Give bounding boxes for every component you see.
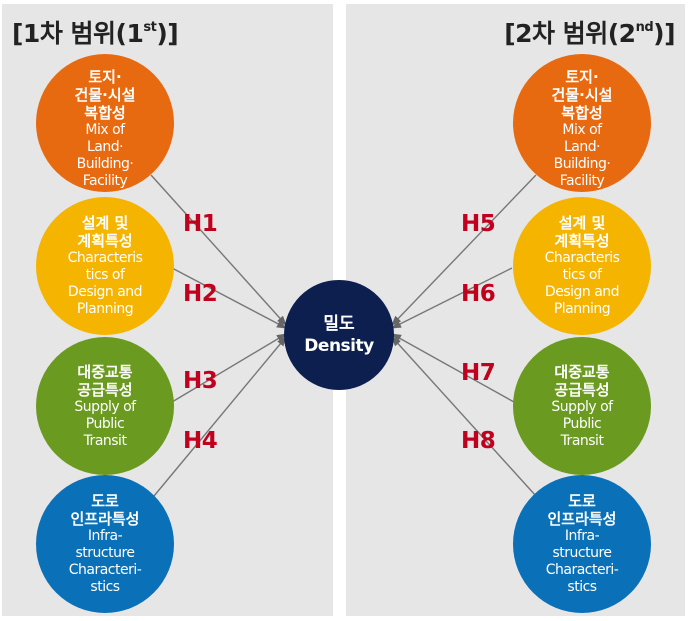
transit-ko-line-2: 공급특성 [554, 380, 610, 399]
road-en-line-2: structure [75, 545, 135, 561]
land-ko-line-3: 복합성 [84, 104, 126, 122]
hypothesis-h4: H4 [183, 428, 218, 454]
road-en-line-1: Infra- [564, 528, 600, 544]
design-en-line-1: Characteris [67, 250, 143, 266]
arrow-h2 [171, 267, 287, 329]
transit-ko-line-2: 공급특성 [77, 380, 133, 399]
factor-design-planning-right: 설계 및 계획특성 Characteris tics of Design and… [513, 197, 651, 335]
hypothesis-h3: H3 [183, 368, 218, 394]
first-scope-title: [1차 범위(1st)] [12, 14, 179, 50]
road-en-line-3: Characteri- [545, 562, 619, 578]
land-en-line-4: Facility [559, 173, 605, 189]
land-ko-line-2: 건물·시설 [551, 86, 613, 104]
design-ko-line-2: 계획특성 [554, 232, 610, 250]
arrow-h3 [171, 333, 287, 403]
arrow-h1 [150, 174, 287, 326]
factor-land-building-facility-right: 토지· 건물·시설 복합성 Mix of Land· Building· Fac… [513, 54, 651, 192]
hypothesis-h5: H5 [461, 211, 496, 237]
road-ko-line-1: 도로 [91, 492, 119, 510]
transit-en-line-1: Supply of [74, 398, 136, 415]
arrow-h4 [153, 336, 287, 497]
design-ko-line-2: 계획특성 [77, 232, 133, 250]
road-en-line-1: Infra- [87, 528, 123, 544]
design-en-line-3: Design and [67, 284, 143, 300]
land-en-line-1: Mix of [85, 122, 125, 138]
transit-en-line-3: Transit [83, 432, 127, 449]
transit-en-line-1: Supply of [551, 398, 613, 415]
road-ko-line-2: 인프라특성 [70, 510, 140, 528]
hypothesis-h6: H6 [461, 281, 496, 307]
land-en-line-3: Building· [76, 156, 134, 172]
factor-road-infrastructure-left: 도로 인프라특성 Infra- structure Characteri- st… [36, 475, 174, 613]
road-ko-line-2: 인프라특성 [547, 510, 617, 528]
road-en-line-2: structure [552, 545, 612, 561]
land-ko-line-3: 복합성 [561, 104, 603, 122]
land-en-line-2: Land· [86, 139, 124, 155]
first-scope-title-sup: st [143, 20, 157, 35]
density-en-label: Density [304, 336, 374, 356]
design-en-line-2: tics of [562, 267, 602, 283]
transit-en-line-2: Public [562, 415, 602, 432]
transit-ko-line-1: 대중교통 [554, 362, 610, 381]
design-ko-line-1: 설계 및 [81, 214, 129, 232]
land-ko-line-1: 토지· [565, 68, 599, 86]
land-ko-line-1: 토지· [88, 68, 122, 86]
transit-en-line-2: Public [85, 415, 125, 432]
land-en-line-3: Building· [553, 156, 611, 172]
second-scope-title: [2차 범위(2nd)] [504, 14, 675, 50]
design-en-line-2: tics of [85, 267, 125, 283]
design-en-line-1: Characteris [544, 250, 620, 266]
road-en-line-3: Characteri- [68, 562, 142, 578]
land-ko-line-2: 건물·시설 [74, 86, 136, 104]
road-ko-line-1: 도로 [568, 492, 596, 510]
land-en-line-4: Facility [82, 173, 128, 189]
density-node: 밀도 Density [284, 280, 394, 390]
arrow-h6 [391, 267, 513, 329]
design-ko-line-1: 설계 및 [558, 214, 606, 232]
factor-land-building-facility-left: 토지· 건물·시설 복합성 Mix of Land· Building· Fac… [36, 54, 174, 192]
design-en-line-4: Planning [553, 301, 611, 317]
hypothesis-h7: H7 [461, 360, 496, 386]
factor-design-planning-left: 설계 및 계획특성 Characteris tics of Design and… [36, 197, 174, 335]
second-scope-title-text: [2차 범위(2 [504, 19, 636, 48]
second-scope-title-end: )] [653, 19, 675, 48]
factor-road-infrastructure-right: 도로 인프라특성 Infra- structure Characteri- st… [513, 475, 651, 613]
arrow-h7 [391, 333, 515, 403]
land-en-line-1: Mix of [562, 122, 602, 138]
second-scope-title-sup: nd [635, 20, 654, 35]
factor-public-transit-left: 대중교통 공급특성 Supply of Public Transit [36, 337, 174, 475]
land-en-line-2: Land· [563, 139, 601, 155]
hypothesis-h8: H8 [461, 428, 496, 454]
hypothesis-h1: H1 [183, 211, 218, 237]
transit-ko-line-1: 대중교통 [77, 362, 133, 381]
arrow-h5 [391, 174, 537, 326]
factor-public-transit-right: 대중교통 공급특성 Supply of Public Transit [513, 337, 651, 475]
road-en-line-4: stics [90, 579, 120, 595]
design-en-line-3: Design and [544, 284, 620, 300]
density-ko-label: 밀도 [323, 314, 355, 334]
road-en-line-4: stics [567, 579, 597, 595]
first-scope-title-text: [1차 범위(1 [12, 19, 144, 48]
arrow-h8 [391, 336, 537, 497]
design-en-line-4: Planning [76, 301, 134, 317]
transit-en-line-3: Transit [560, 432, 604, 449]
hypothesis-h2: H2 [183, 281, 218, 307]
first-scope-title-end: )] [156, 19, 179, 48]
